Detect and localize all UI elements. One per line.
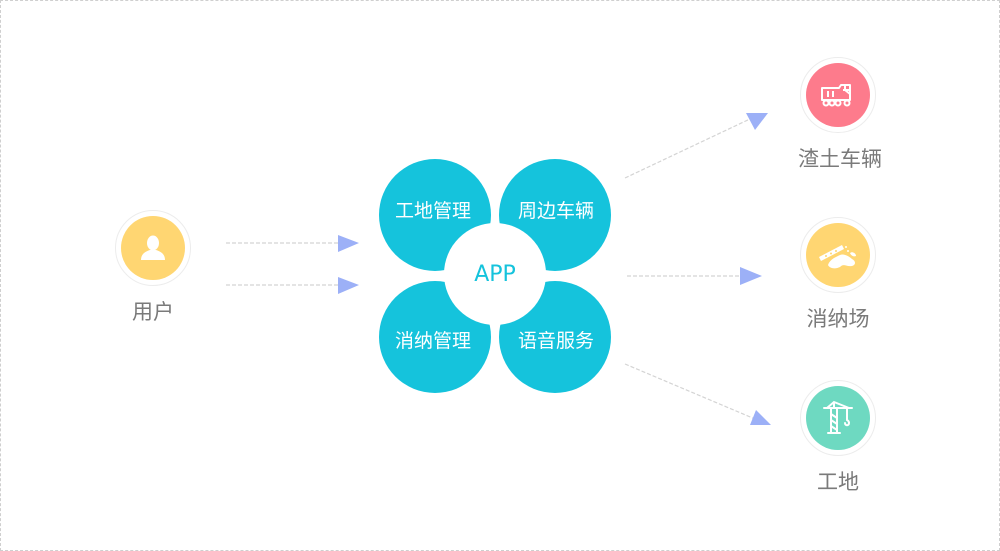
user-ring <box>115 210 191 286</box>
dump-truck-icon <box>806 63 870 127</box>
site-ring <box>800 380 876 456</box>
tower-crane-icon <box>806 386 870 450</box>
arrow-head-icon <box>746 113 768 130</box>
landfill-label: 消纳场 <box>806 307 870 331</box>
petal-label: 周边车辆 <box>517 199 594 222</box>
user-node: 用户 <box>113 210 193 326</box>
app-to-truck-line <box>624 117 753 179</box>
petal-landfill-management: 消纳管理 <box>379 281 491 393</box>
site-node: 工地 <box>798 380 878 496</box>
truck-label: 渣土车辆 <box>798 147 882 171</box>
app-center: APP <box>444 223 546 325</box>
user-label: 用户 <box>132 300 174 324</box>
petal-label: 消纳管理 <box>394 329 471 352</box>
petal-label: 工地管理 <box>394 199 471 222</box>
truck-ring <box>800 57 876 133</box>
landfill-ring <box>800 217 876 293</box>
app-to-site-line <box>624 363 756 420</box>
arrow-head-icon <box>740 267 762 285</box>
petal-label: 语音服务 <box>517 329 594 352</box>
landfill-node: 消纳场 <box>798 217 878 333</box>
arrow-head-icon <box>338 235 359 252</box>
arrow-head-icon <box>338 277 359 294</box>
landfill-icon <box>806 223 870 287</box>
site-label: 工地 <box>817 470 859 494</box>
truck-node: 渣土车辆 <box>798 57 882 173</box>
app-label: APP <box>474 261 516 287</box>
arrow-head-icon <box>750 410 771 425</box>
user-icon <box>121 216 185 280</box>
